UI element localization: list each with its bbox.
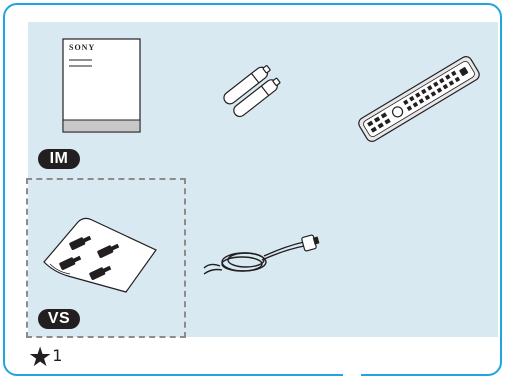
frame-notch bbox=[343, 368, 361, 386]
batteries-icon bbox=[218, 62, 288, 123]
im-badge: IM bbox=[38, 149, 80, 169]
vs-badge: VS bbox=[38, 309, 80, 329]
power-cord-icon bbox=[200, 232, 325, 287]
footnote-marker: ★1 bbox=[28, 343, 62, 373]
manual-icon bbox=[62, 38, 142, 139]
screws-bag-icon bbox=[40, 212, 160, 299]
footnote-number: 1 bbox=[52, 346, 62, 365]
remote-control-icon bbox=[352, 52, 487, 152]
star-icon: ★ bbox=[28, 342, 52, 373]
manual-brand-text: SONY bbox=[69, 43, 95, 52]
